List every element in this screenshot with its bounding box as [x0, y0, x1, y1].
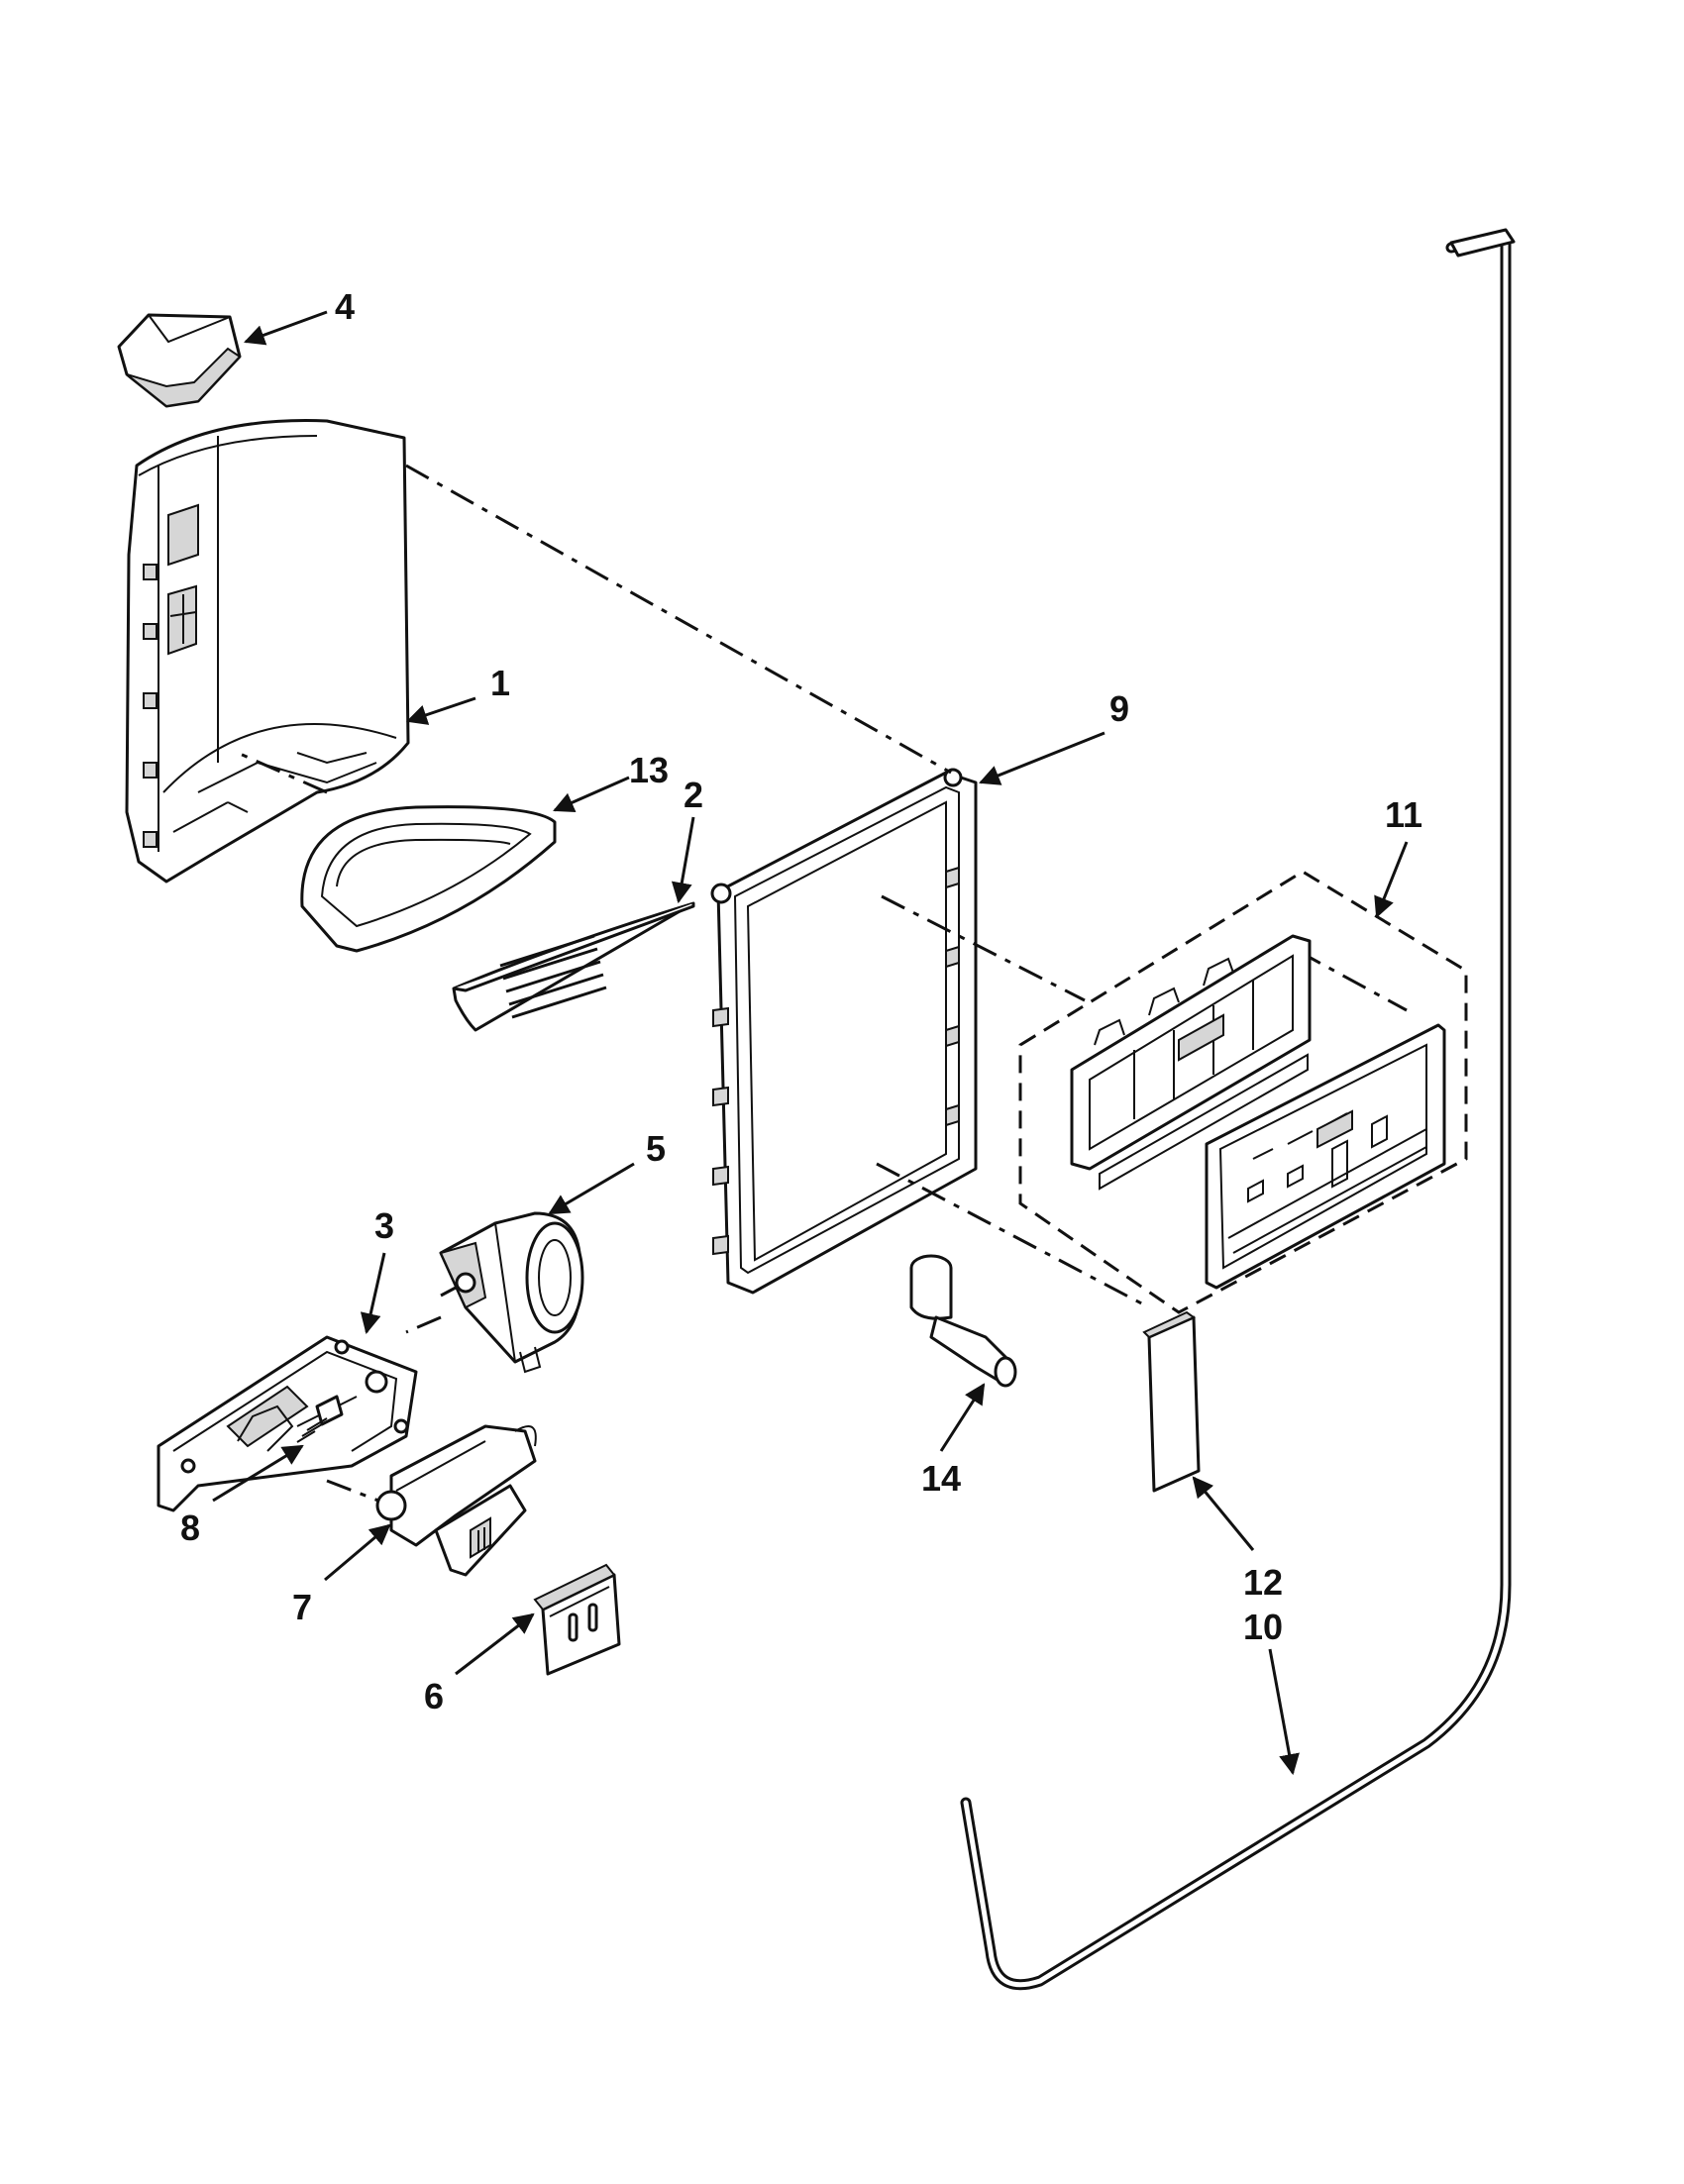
part-11-control-assembly [1018, 870, 1468, 1314]
leader-13 [553, 776, 630, 812]
callout-10: 10 [1243, 1607, 1283, 1647]
part-10-water-tube [960, 228, 1516, 1991]
callout-8: 8 [180, 1508, 200, 1548]
leader-5 [548, 1162, 635, 1215]
callout-12: 12 [1243, 1562, 1283, 1603]
callout-4: 4 [335, 286, 355, 327]
part-5-motor [439, 1211, 584, 1374]
leader-12 [1192, 1476, 1255, 1551]
leader-6 [455, 1612, 535, 1676]
leader-10 [1268, 1648, 1300, 1776]
callout-11: 11 [1385, 794, 1422, 835]
grille-slots [499, 934, 607, 1019]
part-3-bracket [157, 1335, 418, 1512]
leader-4 [244, 310, 328, 346]
leader-11 [1374, 841, 1409, 918]
leader-2 [671, 816, 695, 904]
callout-7: 7 [292, 1587, 312, 1627]
leader-8 [212, 1444, 304, 1503]
part-7-actuator [375, 1424, 537, 1577]
callout-1: 1 [490, 663, 510, 703]
leader-9 [979, 731, 1105, 785]
part-12-pad [1142, 1310, 1201, 1493]
leader-1 [406, 696, 476, 725]
part-14-fitting [909, 1254, 1017, 1388]
part-4-chute-cap [117, 313, 242, 408]
part-9-frame [710, 768, 978, 1295]
callout-3: 3 [374, 1205, 394, 1246]
part-6-pad [533, 1563, 621, 1676]
callout-labels: 4 1 13 2 9 11 5 3 8 7 6 14 12 10 [180, 286, 1422, 1716]
callout-9: 9 [1109, 688, 1129, 729]
callout-2: 2 [684, 775, 703, 815]
leader-arrows [212, 310, 1409, 1776]
callout-6: 6 [424, 1676, 444, 1716]
leader-14 [939, 1383, 986, 1452]
callout-5: 5 [646, 1128, 666, 1169]
leader-7 [324, 1523, 391, 1582]
part-8-screw [296, 1395, 344, 1443]
callout-14: 14 [921, 1458, 961, 1499]
part-2-grille [452, 901, 695, 1032]
part-13-gasket [300, 805, 557, 953]
callout-13: 13 [629, 750, 669, 790]
leader-3 [360, 1252, 386, 1335]
part-1-dispenser-housing [125, 419, 410, 884]
